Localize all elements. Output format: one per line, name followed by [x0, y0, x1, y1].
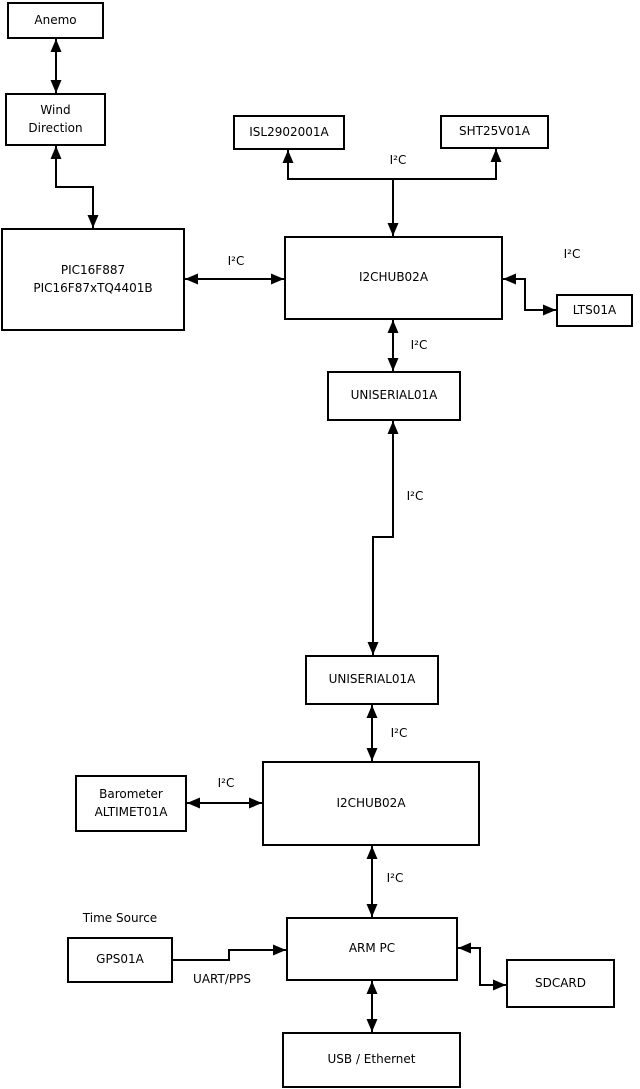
block-anemo: Anemo: [7, 2, 104, 39]
block-isl2902001a: ISL2902001A: [233, 115, 345, 150]
edge-label-uart-pps: UART/PPS: [193, 972, 251, 986]
connector-gps-armpc: [173, 944, 286, 961]
block-pic16f887: PIC16F887 PIC16F87xTQ4401B: [1, 228, 185, 331]
block-usb-ethernet: USB / Ethernet: [282, 1032, 461, 1088]
block-i2chub02a-top: I2CHUB02A: [284, 236, 503, 320]
edge-label-i2c-serial-link: I²C: [406, 489, 424, 503]
connector-armpc-sdcard: [458, 942, 506, 991]
block-arm-pc: ARM PC: [286, 917, 458, 981]
block-wind-direction: Wind Direction: [5, 93, 106, 146]
block-i2chub02a-bottom: I2CHUB02A: [262, 761, 480, 846]
edge-label-i2c-serial-hub2: I²C: [390, 726, 408, 740]
edge-label-i2c-hub-serial: I²C: [410, 338, 428, 352]
block-sht25v01a: SHT25V01A: [440, 115, 549, 149]
edge-label-i2c-hub2-arm: I²C: [386, 871, 404, 885]
edge-label-i2c-pic: I²C: [227, 254, 245, 268]
block-uniserial01a-top: UNISERIAL01A: [327, 371, 461, 421]
connector-i2chub-lts: [503, 273, 556, 316]
edge-label-time-source: Time Source: [82, 911, 158, 925]
block-gps01a: GPS01A: [67, 937, 173, 983]
block-sdcard: SDCARD: [506, 959, 615, 1008]
edge-label-i2c-barometer: I²C: [217, 776, 235, 790]
connector-winddirection-pic: [50, 146, 99, 228]
block-barometer-altimet01a: Barometer ALTIMET01A: [75, 775, 187, 832]
block-uniserial01a-bottom: UNISERIAL01A: [305, 655, 439, 705]
connector-uniserial1-uniserial2: [367, 421, 399, 655]
edge-label-i2c-sensors: I²C: [389, 153, 407, 167]
edge-label-i2c-lts: I²C: [563, 247, 581, 261]
block-lts01a: LTS01A: [556, 294, 633, 327]
